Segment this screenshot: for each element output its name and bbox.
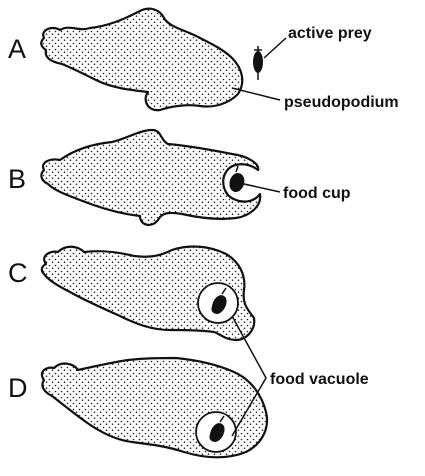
stage-letter-a: A bbox=[8, 34, 26, 64]
prey-b bbox=[229, 166, 244, 192]
food-cup-leader bbox=[244, 184, 280, 192]
stage-letter-d: D bbox=[8, 373, 28, 403]
amoeba-b bbox=[41, 130, 260, 225]
active-prey-leader bbox=[264, 38, 286, 58]
active-prey-label: active prey bbox=[288, 25, 372, 42]
stage-letter-c: C bbox=[8, 258, 28, 288]
stage-letter-b: B bbox=[8, 164, 26, 194]
amoeba-a bbox=[41, 9, 242, 111]
food-cup-label: food cup bbox=[283, 185, 351, 202]
prey-a bbox=[253, 46, 263, 80]
food-vacuole-label: food vacuole bbox=[270, 371, 369, 388]
pseudopodium-label: pseudopodium bbox=[284, 94, 399, 111]
